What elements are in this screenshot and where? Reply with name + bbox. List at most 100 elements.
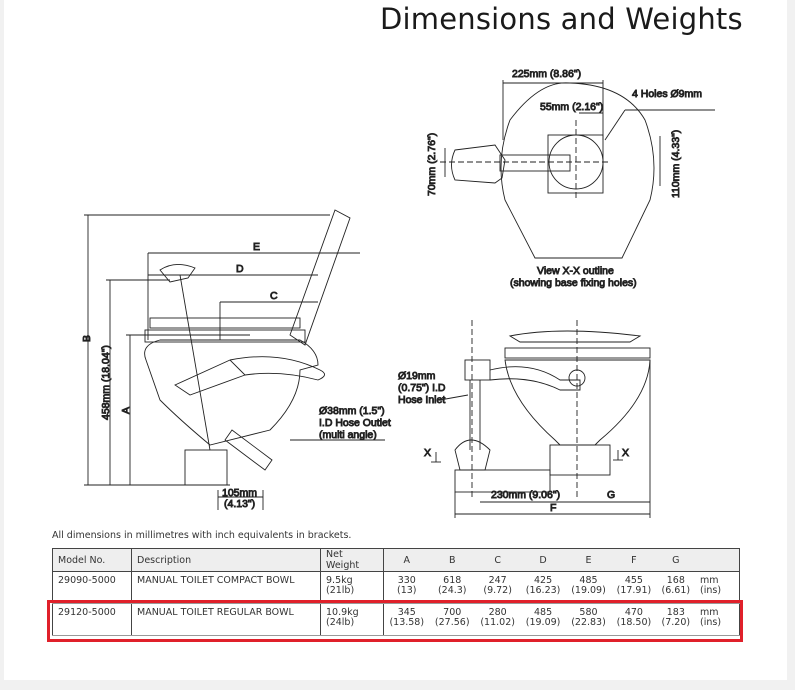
- section-x-right: X: [622, 447, 629, 459]
- value-mm: 455: [624, 575, 643, 586]
- col-c: C: [474, 548, 521, 572]
- cell-description: MANUAL TOILET COMPACT BOWL: [131, 571, 321, 604]
- cell-dimension: 470(18.50): [611, 603, 657, 636]
- value-mm: 425: [534, 575, 553, 586]
- value-in: (19.09): [571, 585, 606, 596]
- highlight-box: [47, 600, 743, 642]
- unit-in: (ins): [700, 585, 722, 596]
- cell-unit: mm(ins): [695, 603, 740, 636]
- cell-dimension: 700(27.56): [429, 603, 475, 636]
- cell-dimension: 330(13): [383, 571, 430, 604]
- value-mm: 618: [443, 575, 462, 586]
- cell-model: 29090-5000: [52, 571, 132, 604]
- value-in: (16.23): [525, 585, 561, 596]
- value-mm: 580: [579, 607, 598, 618]
- cell-dimension: 580(22.83): [565, 603, 612, 636]
- cell-dimension: 280(11.02): [474, 603, 521, 636]
- label-holes: 4 Holes Ø9mm: [632, 88, 702, 100]
- col-d: D: [520, 548, 566, 572]
- top-view-outline: [440, 80, 715, 259]
- value-in: (18.50): [616, 617, 652, 628]
- weight-lb: (24lb): [326, 617, 355, 628]
- table-header-row: Model No. Description Net Weight A B C D…: [52, 548, 740, 572]
- col-f: F: [611, 548, 657, 572]
- dim-70: 70mm (2.76"): [426, 133, 438, 196]
- front-view-outline: [431, 320, 651, 518]
- dim-55: 55mm (2.16"): [540, 101, 603, 113]
- dim-225: 225mm (8.86"): [512, 68, 581, 80]
- value-in: (11.02): [480, 617, 515, 628]
- cell-weight: 10.9kg(24lb): [320, 603, 384, 636]
- dim-F: F: [550, 502, 556, 514]
- dim-230: 230mm (9.06"): [491, 489, 560, 501]
- cell-dimension: 247(9.72): [474, 571, 521, 604]
- dimensions-table: Model No. Description Net Weight A B C D…: [52, 548, 740, 636]
- col-model: Model No.: [52, 548, 132, 572]
- value-in: (13.58): [389, 617, 425, 628]
- value-mm: 470: [624, 607, 643, 618]
- col-description: Description: [131, 548, 321, 572]
- value-in: (19.09): [525, 617, 561, 628]
- cell-model: 29120-5000: [52, 603, 132, 636]
- dim-A: A: [120, 407, 132, 414]
- cell-description: MANUAL TOILET REGULAR BOWL: [131, 603, 321, 636]
- cell-unit: mm(ins): [695, 571, 740, 604]
- col-g: G: [656, 548, 695, 572]
- page-title: Dimensions and Weights: [380, 2, 743, 36]
- dim-105-in: (4.13"): [224, 498, 255, 510]
- value-in: (9.72): [483, 585, 512, 596]
- col-a: A: [383, 548, 430, 572]
- dim-110: 110mm (4.33"): [670, 130, 682, 198]
- cell-dimension: 485(19.09): [565, 571, 612, 604]
- value-in: (24.3): [437, 585, 467, 596]
- value-mm: 485: [579, 575, 598, 586]
- section-x-left: X: [424, 447, 431, 459]
- inlet-label-3: Hose Inlet: [398, 394, 445, 406]
- unit-mm: mm: [700, 575, 719, 586]
- cell-dimension: 425(16.23): [520, 571, 566, 604]
- weight-lb: (21lb): [326, 585, 355, 596]
- cell-dimension: 485(19.09): [520, 603, 566, 636]
- value-mm: 345: [397, 607, 416, 618]
- unit-in: (ins): [700, 617, 722, 628]
- table-row: 29090-5000 MANUAL TOILET COMPACT BOWL 9.…: [52, 571, 740, 604]
- inlet-label-2: (0.75") I.D: [398, 382, 446, 394]
- cell-dimension: 455(17.91): [611, 571, 657, 604]
- outlet-label-3: (multi angle): [319, 429, 377, 441]
- inlet-label-1: Ø19mm: [398, 370, 436, 382]
- weight-kg: 10.9kg: [326, 607, 359, 618]
- cell-dimension: 345(13.58): [383, 603, 430, 636]
- col-weight: Net Weight: [320, 548, 384, 572]
- col-e: E: [565, 548, 612, 572]
- value-in: (17.91): [616, 585, 652, 596]
- value-in: (13): [397, 585, 417, 596]
- cell-dimension: 183(7.20): [656, 603, 695, 636]
- caption-view-sub: (showing base fixing holes): [510, 277, 637, 289]
- value-in: (27.56): [434, 617, 470, 628]
- technical-drawing: 225mm (8.86") 4 Holes Ø9mm 55mm (2.16") …: [81, 68, 715, 518]
- dim-G: G: [607, 489, 615, 501]
- dim-B: B: [81, 335, 93, 342]
- outlet-label-1: Ø38mm (1.5"): [319, 405, 385, 417]
- dim-D: D: [236, 263, 244, 275]
- caption-view: View X-X outline: [537, 265, 614, 277]
- cell-dimension: 618(24.3): [429, 571, 475, 604]
- cell-dimension: 168(6.61): [656, 571, 695, 604]
- dim-C: C: [270, 290, 278, 302]
- unit-mm: mm: [700, 607, 719, 618]
- table-row: 29120-5000 MANUAL TOILET REGULAR BOWL 10…: [52, 603, 740, 636]
- weight-kg: 9.5kg: [326, 575, 353, 586]
- table-note: All dimensions in millimetres with inch …: [52, 530, 352, 541]
- value-in: (7.20): [661, 617, 691, 628]
- outlet-label-2: I.D Hose Outlet: [319, 417, 391, 429]
- value-mm: 280: [488, 607, 507, 618]
- col-b: B: [429, 548, 475, 572]
- value-mm: 168: [666, 575, 685, 586]
- dim-105: 105mm: [222, 487, 257, 499]
- value-mm: 700: [443, 607, 462, 618]
- value-in: (22.83): [571, 617, 606, 628]
- value-in: (6.61): [661, 585, 691, 596]
- dim-E: E: [253, 241, 260, 253]
- col-unit: [695, 548, 740, 572]
- value-mm: 485: [534, 607, 553, 618]
